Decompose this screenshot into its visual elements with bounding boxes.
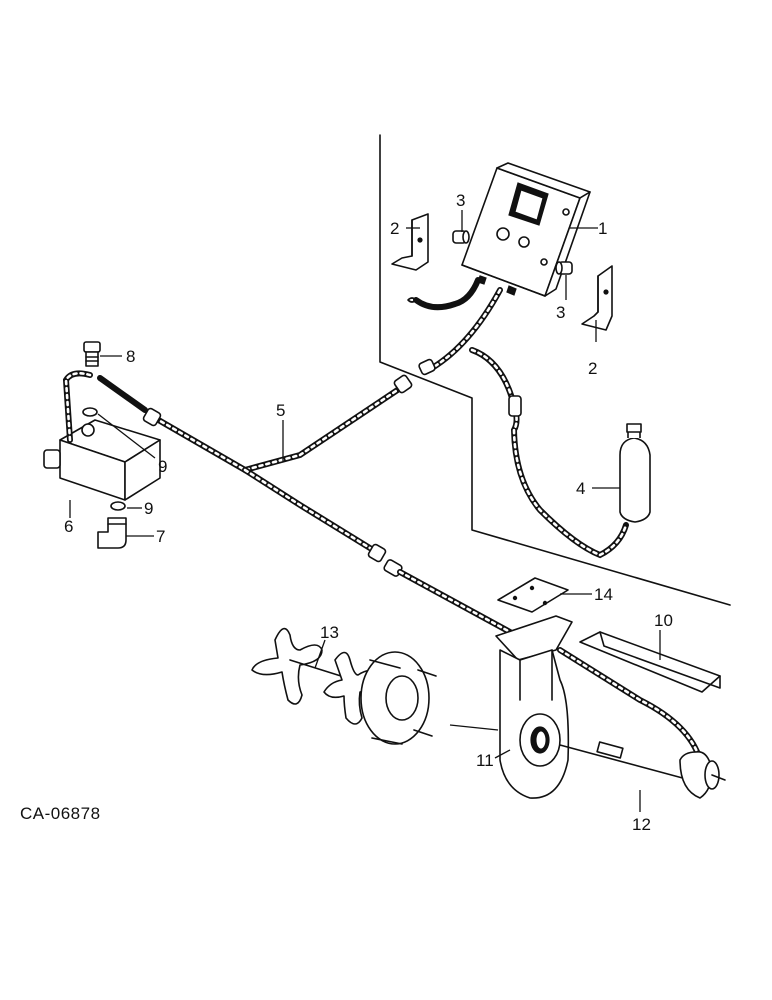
callout-1: 1 bbox=[598, 219, 607, 238]
sensor-housing bbox=[495, 615, 573, 799]
grommet-upper bbox=[452, 230, 470, 244]
callout-3-lower: 3 bbox=[556, 303, 565, 322]
callout-labels: 1 2 3 3 2 8 9 9 5 4 6 7 14 10 13 11 12 bbox=[64, 191, 673, 834]
drawing-code: CA-06878 bbox=[20, 804, 101, 823]
callout-4: 4 bbox=[576, 479, 585, 498]
valve-block bbox=[43, 370, 161, 501]
callout-13: 13 bbox=[320, 623, 339, 642]
y-harness bbox=[142, 374, 413, 563]
callout-3-upper: 3 bbox=[456, 191, 465, 210]
o-ring-upper bbox=[82, 407, 98, 417]
wire-pigtail bbox=[407, 277, 481, 311]
callout-8: 8 bbox=[126, 347, 135, 366]
o-ring-lower bbox=[110, 501, 126, 511]
callout-2-lower: 2 bbox=[588, 359, 597, 378]
callout-10: 10 bbox=[654, 611, 673, 630]
control-box bbox=[461, 162, 591, 297]
mounting-plate bbox=[497, 577, 569, 613]
sensor-shaft bbox=[559, 741, 726, 799]
sensor-cable-bottle bbox=[469, 347, 629, 559]
bracket-right bbox=[581, 265, 613, 331]
cover-strip bbox=[579, 631, 721, 693]
callout-11: 11 bbox=[476, 751, 494, 770]
callout-12: 12 bbox=[632, 815, 651, 834]
main-harness-upper bbox=[418, 287, 503, 376]
fitting-top bbox=[83, 341, 101, 367]
callout-7: 7 bbox=[156, 527, 165, 546]
callout-5: 5 bbox=[276, 401, 285, 420]
rotor-assembly bbox=[251, 627, 437, 745]
bottle-sensor bbox=[619, 423, 651, 523]
leader-lines bbox=[69, 210, 661, 812]
elbow-fitting bbox=[97, 517, 127, 549]
callout-2-upper: 2 bbox=[390, 219, 399, 238]
panel-outline bbox=[379, 134, 731, 606]
callout-9-lower: 9 bbox=[144, 499, 153, 518]
callout-9-upper: 9 bbox=[158, 457, 167, 476]
callout-6: 6 bbox=[64, 517, 73, 536]
callout-14: 14 bbox=[594, 585, 613, 604]
grommet-lower bbox=[555, 261, 573, 275]
